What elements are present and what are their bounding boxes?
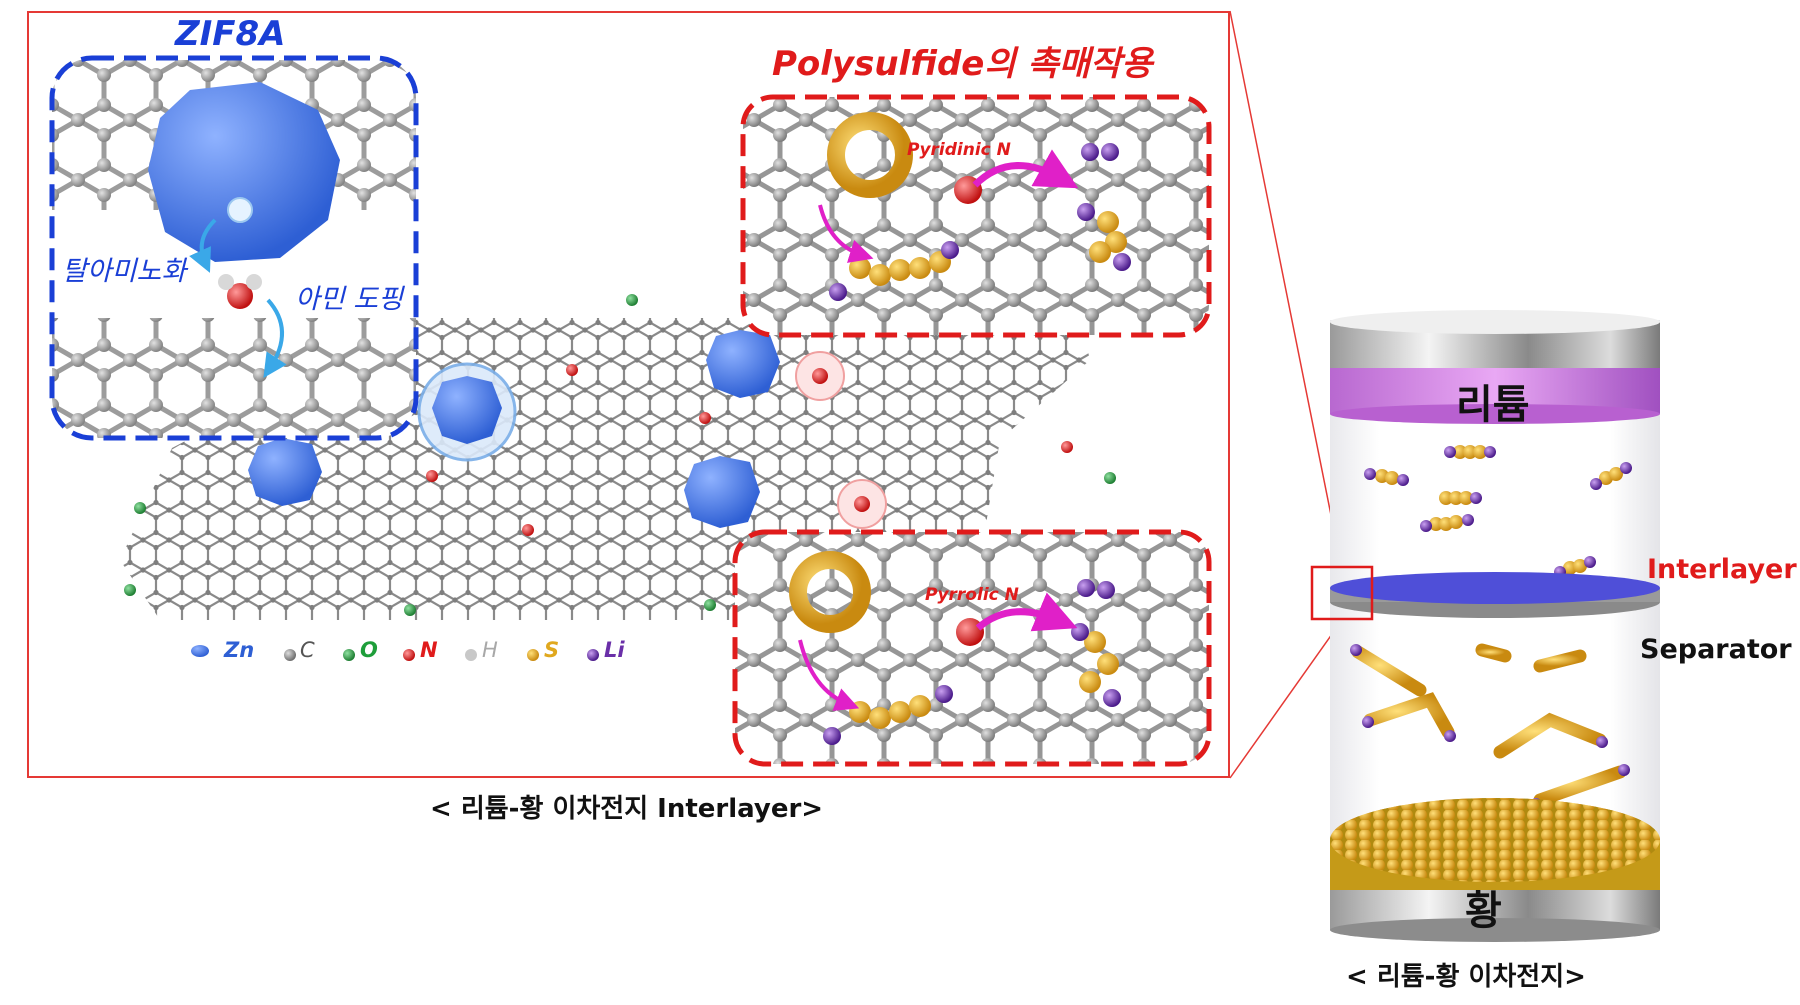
zif-polyhedra — [248, 330, 887, 529]
lithium-label: 리튬 — [1456, 382, 1530, 428]
legend-n: N — [420, 638, 438, 662]
interlayer-caption: < 리튬-황 이차전지 Interlayer> — [430, 794, 824, 824]
legend-h: H — [482, 638, 498, 662]
polysulfide-catalysis-title: Polysulfide의 촉매작용 — [772, 44, 1153, 84]
separator-label: Separator — [1640, 634, 1792, 665]
battery-caption: < 리튬-황 이차전지> — [1346, 962, 1586, 992]
interlayer-figure-frame — [27, 11, 1230, 778]
legend-s: S — [544, 638, 560, 662]
zoom-line-top — [1229, 10, 1343, 571]
battery-cell — [1310, 310, 1660, 942]
zif8a-inset — [49, 55, 419, 441]
pyridinic-inset — [740, 94, 1212, 338]
legend-li: Li — [604, 638, 625, 662]
legend-c: C — [300, 638, 315, 662]
legend-zn: Zn — [224, 638, 255, 662]
pyrrolic-n-label: Pyrrolic N — [925, 585, 1019, 605]
sulfur-label: 황 — [1465, 888, 1502, 934]
legend-dots — [191, 645, 599, 661]
interlayer-label: Interlayer — [1647, 554, 1797, 585]
pyridinic-n-label: Pyridinic N — [907, 140, 1011, 160]
pyrrolic-inset — [732, 529, 1212, 767]
deamination-label: 탈아미노화 — [62, 256, 187, 287]
legend-o: O — [360, 638, 378, 662]
zoom-line-bottom — [1229, 619, 1343, 779]
zif8a-title: ZIF8A — [175, 14, 286, 54]
amine-doping-label: 아민 도핑 — [295, 284, 403, 315]
